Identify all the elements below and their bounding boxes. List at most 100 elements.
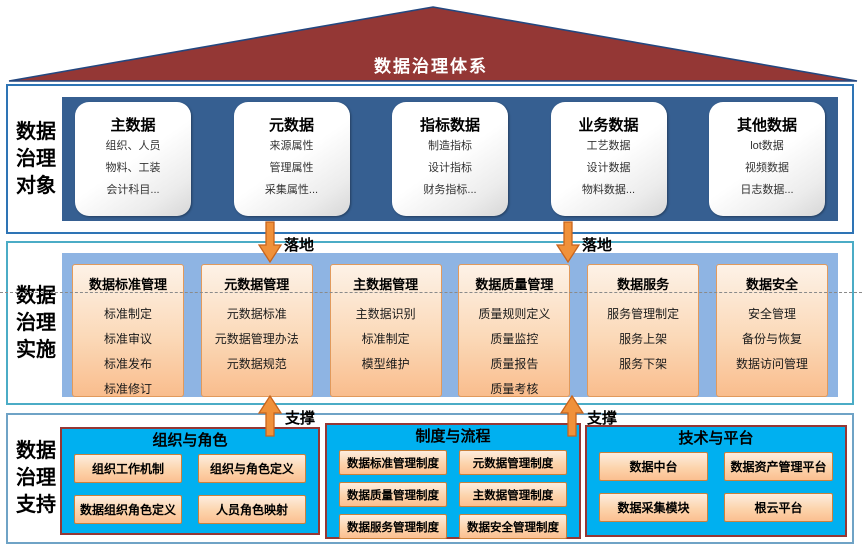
- support-item: 数据采集模块: [599, 493, 708, 522]
- implementation-card-title: 数据服务: [617, 277, 670, 292]
- object-card-title: 业务数据: [578, 117, 639, 134]
- section-governance-implementation: 数据治理实施 数据标准管理标准制定标准审议标准发布标准修订元数据管理元数据标准元…: [6, 241, 854, 405]
- object-card-item: 会计科目...: [106, 184, 160, 196]
- section-label-line: 数据: [16, 120, 56, 143]
- implementation-card-title: 数据安全: [745, 277, 798, 292]
- object-card-title: 元数据: [268, 117, 314, 134]
- diagram-title: 数据治理体系: [374, 57, 488, 76]
- object-card-item: lot数据: [750, 140, 784, 152]
- section-label-line: 支持: [16, 494, 56, 516]
- implementation-card-item: 数据访问管理: [735, 357, 808, 371]
- support-item: 数据安全管理制度: [459, 514, 567, 539]
- landing-label: 落地: [582, 237, 613, 254]
- implementation-card-item: 标准制定: [361, 332, 410, 346]
- implementation-panel: 数据标准管理标准制定标准审议标准发布标准修订元数据管理元数据标准元数据管理办法元…: [62, 253, 838, 397]
- implementation-card: 主数据管理主数据识别标准制定模型维护: [329, 264, 442, 397]
- support-item: 组织与角色定义: [198, 454, 306, 483]
- implementation-card-item: 元数据标准: [226, 307, 287, 321]
- section-label-line: 治理: [16, 311, 56, 334]
- support-label: 支撑: [285, 410, 316, 427]
- object-card-title: 其他数据: [736, 117, 797, 134]
- section-impl-label: 数据治理实施: [12, 243, 60, 403]
- implementation-card: 数据标准管理标准制定标准审议标准发布标准修订: [72, 264, 184, 397]
- object-card-item: 工艺数据: [586, 140, 631, 152]
- object-card-title: 指标数据: [419, 117, 480, 134]
- implementation-card: 数据服务服务管理制定服务上架服务下架: [587, 264, 700, 397]
- object-card-item: 物料、工装: [105, 162, 161, 174]
- object-card-item: 视频数据: [745, 162, 789, 174]
- object-card-item: 组织、人员: [105, 140, 161, 152]
- support-item: 数据中台: [599, 452, 708, 481]
- object-card: 主数据组织、人员物料、工装会计科目...: [75, 102, 191, 216]
- implementation-card-item: 服务下架: [619, 357, 668, 371]
- implementation-card-item: 标准发布: [103, 357, 152, 371]
- section-label-line: 数据: [16, 440, 56, 462]
- support-item: 主数据管理制度: [459, 482, 567, 507]
- landing-label: 落地: [284, 237, 315, 254]
- landing-arrow-icon: [556, 221, 580, 263]
- support-box-grid: 数据中台数据资产管理平台数据采集模块根云平台: [587, 450, 845, 522]
- object-card-item: 财务指标...: [423, 184, 477, 196]
- implementation-card: 数据质量管理质量规则定义质量监控质量报告质量考核: [458, 264, 571, 397]
- implementation-card-item: 元数据管理办法: [214, 332, 299, 346]
- implementation-card-item: 备份与恢复: [741, 332, 802, 346]
- implementation-card-item: 标准修订: [103, 382, 152, 396]
- implementation-card-item: 服务上架: [619, 332, 668, 346]
- roof-triangle: [8, 6, 858, 82]
- implementation-card-title: 数据标准管理: [88, 277, 167, 292]
- support-box-grid: 组织工作机制组织与角色定义数据组织角色定义人员角色映射: [62, 452, 318, 524]
- dashed-divider-line: [0, 292, 862, 293]
- section-governance-objects: 数据治理对象 主数据组织、人员物料、工装会计科目...元数据来源属性管理属性采集…: [6, 84, 854, 234]
- support-item: 数据标准管理制度: [339, 450, 447, 475]
- implementation-card-item: 质量监控: [490, 332, 539, 346]
- support-item: 数据组织角色定义: [74, 495, 182, 524]
- object-card-item: 设计指标: [428, 162, 472, 174]
- object-card-item: 管理属性: [269, 162, 314, 174]
- support-box-technology-platform: 技术与平台 数据中台数据资产管理平台数据采集模块根云平台: [585, 425, 847, 537]
- landing-arrow-icon: [258, 221, 282, 263]
- object-card-item: 物料数据...: [581, 184, 636, 196]
- implementation-card-item: 标准制定: [103, 307, 152, 321]
- support-arrow-icon: [560, 395, 584, 437]
- object-card-item: 制造指标: [428, 140, 472, 152]
- support-item: 根云平台: [724, 493, 833, 522]
- support-item: 组织工作机制: [74, 454, 182, 483]
- support-item: 元数据管理制度: [459, 450, 567, 475]
- object-card-item: 日志数据...: [740, 184, 794, 196]
- support-box-title: 组织与角色: [152, 432, 228, 449]
- implementation-card-item: 元数据规范: [226, 357, 287, 371]
- implementation-card: 元数据管理元数据标准元数据管理办法元数据规范: [200, 264, 313, 397]
- object-card-item: 采集属性...: [264, 184, 319, 196]
- object-card-item: 设计数据: [586, 162, 631, 174]
- object-card: 指标数据制造指标设计指标财务指标...: [392, 102, 508, 216]
- support-item: 人员角色映射: [198, 495, 306, 524]
- implementation-card-item: 模型维护: [361, 357, 410, 371]
- implementation-card-title: 元数据管理: [224, 277, 290, 292]
- support-item: 数据服务管理制度: [339, 514, 447, 539]
- section-objects-label: 数据治理对象: [12, 86, 60, 232]
- section-label-line: 对象: [16, 174, 56, 197]
- section-governance-support: 数据治理支持 组织与角色 组织工作机制组织与角色定义数据组织角色定义人员角色映射…: [6, 413, 854, 544]
- implementation-card-item: 质量报告: [490, 357, 539, 371]
- implementation-card-item: 标准审议: [103, 332, 152, 346]
- implementation-card-title: 主数据管理: [353, 277, 419, 292]
- implementation-card-item: 质量考核: [490, 382, 539, 396]
- implementation-card-title: 数据质量管理: [475, 277, 554, 292]
- support-box-rules-processes: 制度与流程 数据标准管理制度元数据管理制度数据质量管理制度主数据管理制度数据服务…: [325, 423, 581, 539]
- implementation-card-item: 安全管理: [747, 307, 796, 321]
- implementation-card: 数据安全安全管理备份与恢复数据访问管理: [715, 264, 828, 397]
- support-box-grid: 数据标准管理制度元数据管理制度数据质量管理制度主数据管理制度数据服务管理制度数据…: [327, 448, 579, 539]
- object-card: 其他数据 lot数据视频数据日志数据...: [709, 102, 825, 216]
- section-label-line: 治理: [16, 147, 56, 170]
- section-support-label: 数据治理支持: [12, 415, 60, 542]
- implementation-card-item: 质量规则定义: [478, 307, 551, 321]
- support-box-title: 制度与流程: [415, 428, 491, 445]
- implementation-card-item: 服务管理制定: [607, 307, 680, 321]
- section-label-line: 数据: [16, 284, 56, 307]
- support-item: 数据资产管理平台: [724, 452, 833, 481]
- support-arrow-icon: [258, 395, 282, 437]
- implementation-card-item: 主数据识别: [355, 307, 416, 321]
- object-card: 业务数据工艺数据设计数据物料数据...: [550, 102, 667, 216]
- object-card-title: 主数据: [110, 117, 156, 134]
